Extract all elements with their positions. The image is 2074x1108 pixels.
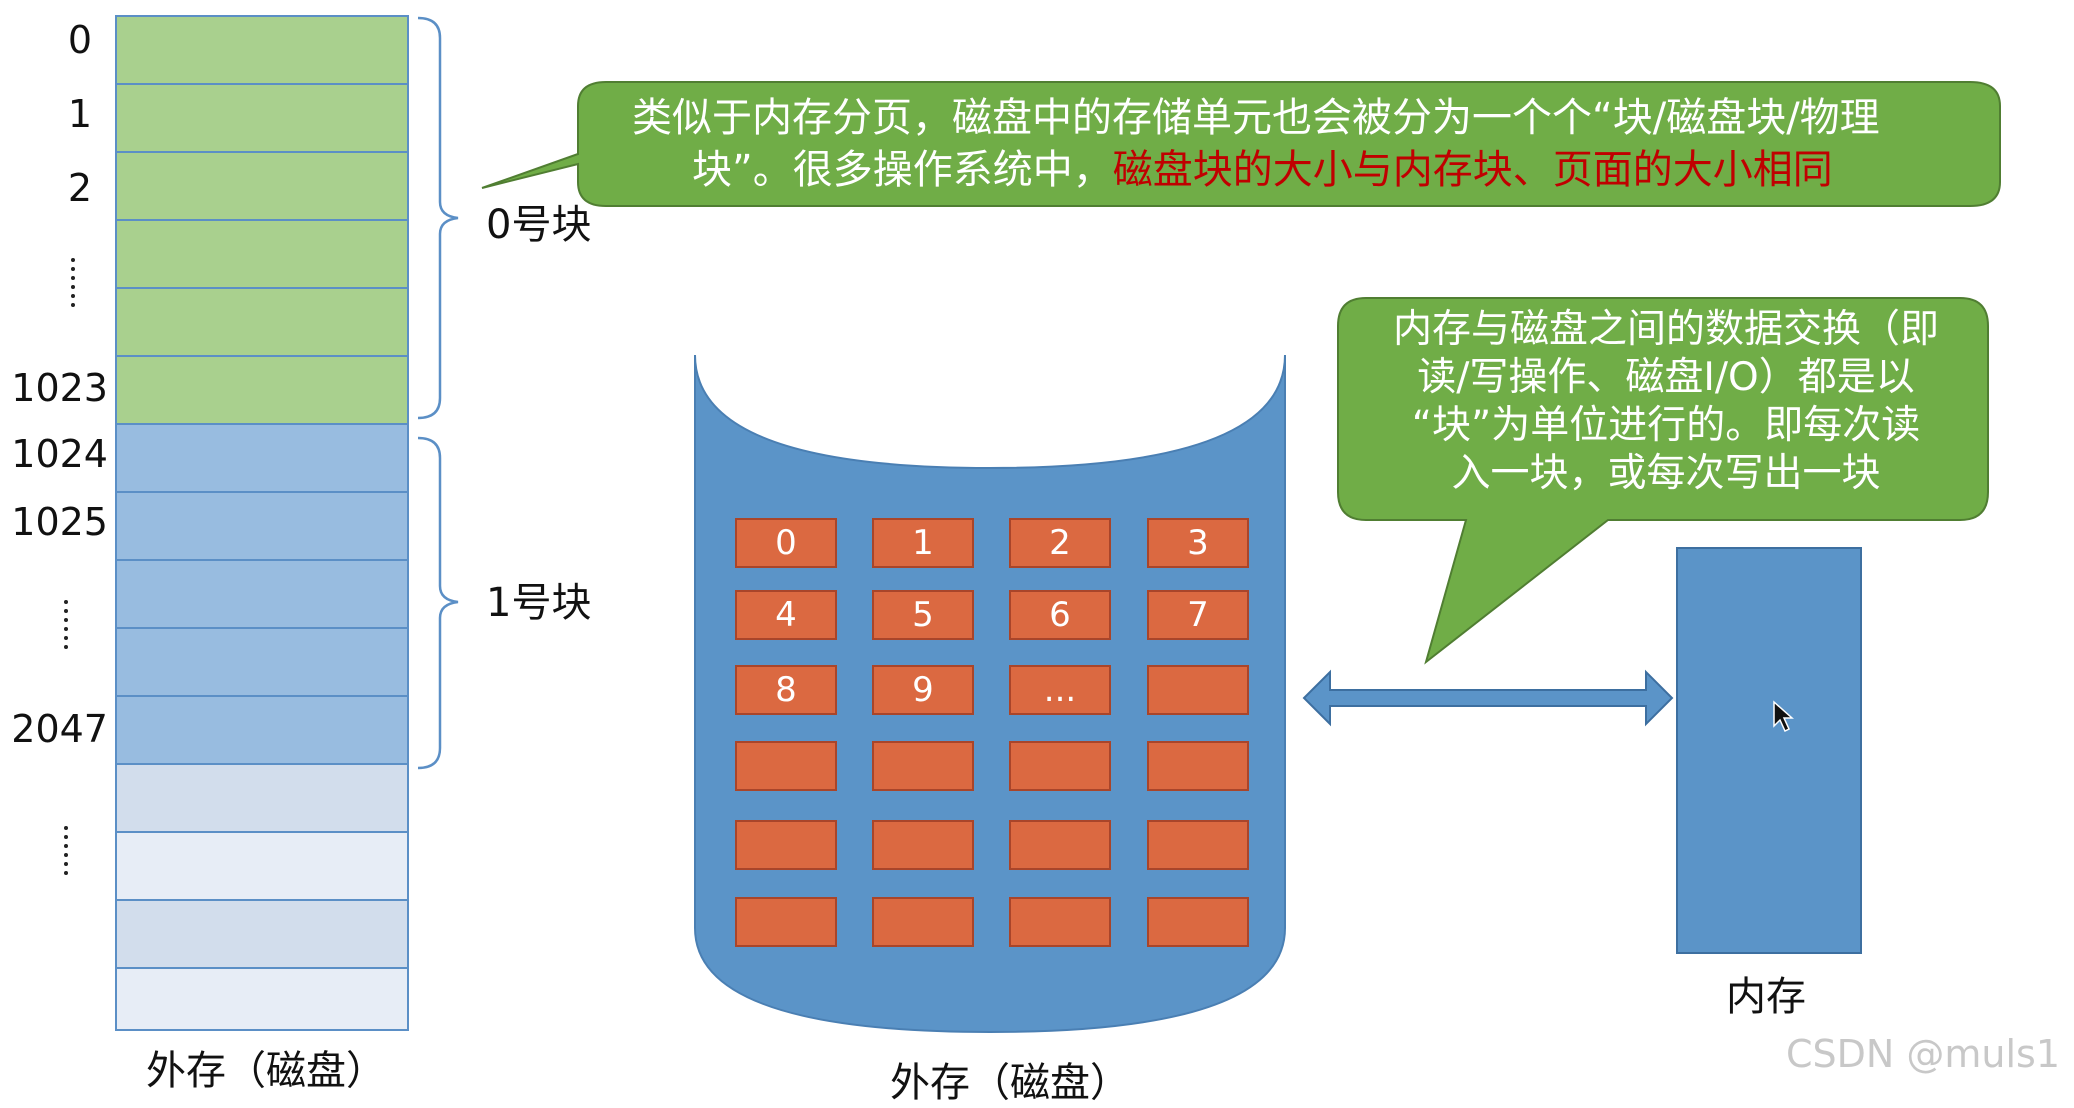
disk-block-tile: 2 bbox=[1009, 518, 1111, 568]
ellipsis-vertical bbox=[64, 600, 70, 654]
callout-bubble-right bbox=[1337, 297, 1989, 665]
callout-bubble-top bbox=[481, 81, 2001, 207]
disk-block-tile: 7 bbox=[1147, 590, 1249, 640]
disk-block-tile: 8 bbox=[735, 665, 837, 715]
storage-cell bbox=[117, 629, 407, 697]
disk-block-tile bbox=[872, 897, 974, 947]
disk-block-tile: 1 bbox=[872, 518, 974, 568]
disk-block-tile: 5 bbox=[872, 590, 974, 640]
disk-block-tile: 6 bbox=[1009, 590, 1111, 640]
storage-cell bbox=[117, 901, 407, 969]
disk-block-tile bbox=[1147, 665, 1249, 715]
disk-block-tile: 3 bbox=[1147, 518, 1249, 568]
disk-cylinder bbox=[694, 354, 1286, 1034]
callout-right-line: “块”为单位进行的。即每次读 bbox=[1411, 403, 1921, 448]
unit-index-label: 1025 bbox=[11, 500, 108, 544]
unit-index-label: 1023 bbox=[11, 366, 108, 410]
disk-block-tile bbox=[735, 741, 837, 791]
disk-block-tile bbox=[1009, 741, 1111, 791]
disk-caption: 外存（磁盘） bbox=[890, 1060, 1130, 1106]
storage-cell bbox=[117, 17, 407, 85]
block-1-label: 1号块 bbox=[486, 580, 592, 626]
storage-cell bbox=[117, 969, 407, 1029]
disk-column-caption: 外存（磁盘） bbox=[146, 1048, 386, 1094]
storage-column bbox=[115, 15, 409, 1031]
storage-cell bbox=[117, 561, 407, 629]
double-arrow-icon bbox=[1302, 669, 1674, 727]
callout-top-emphasis: 磁盘块的大小与内存块、页面的大小相同 bbox=[1112, 147, 1833, 193]
block-0-label: 0号块 bbox=[486, 202, 592, 248]
disk-block-tile: 0 bbox=[735, 518, 837, 568]
ellipsis-vertical bbox=[71, 258, 77, 312]
disk-block-tile bbox=[1147, 741, 1249, 791]
memory-box bbox=[1676, 547, 1862, 954]
disk-block-tile bbox=[872, 741, 974, 791]
callout-top-line1: 类似于内存分页，磁盘中的存储单元也会被分为一个个“块/磁盘块/物理 bbox=[632, 95, 1880, 141]
block-braces bbox=[417, 16, 459, 770]
unit-index-label: 1 bbox=[67, 92, 92, 136]
cursor-arrow-icon bbox=[1773, 700, 1794, 733]
storage-cell bbox=[117, 493, 407, 561]
callout-top-text: 类似于内存分页，磁盘中的存储单元也会被分为一个个“块/磁盘块/物理 块”。很多操… bbox=[600, 92, 2022, 196]
storage-cell bbox=[117, 833, 407, 901]
storage-cell bbox=[117, 153, 407, 221]
storage-cell bbox=[117, 357, 407, 425]
disk-block-tile bbox=[735, 897, 837, 947]
disk-block-tile bbox=[1009, 897, 1111, 947]
disk-block-tile: 9 bbox=[872, 665, 974, 715]
callout-right-line: 内存与磁盘之间的数据交换（即 bbox=[1392, 307, 1939, 352]
storage-cell bbox=[117, 85, 407, 153]
ellipsis-vertical bbox=[64, 826, 70, 880]
unit-index-label: 0 bbox=[67, 18, 92, 62]
unit-index-label: 2 bbox=[67, 166, 92, 210]
unit-index-label: 1024 bbox=[11, 432, 108, 476]
storage-cell bbox=[117, 697, 407, 765]
storage-cell bbox=[117, 425, 407, 493]
disk-block-tile: ... bbox=[1009, 665, 1111, 715]
disk-block-tile bbox=[1147, 820, 1249, 870]
callout-right-line: 入一块，或每次写出一块 bbox=[1451, 451, 1881, 496]
unit-index-label: 2047 bbox=[11, 707, 108, 751]
disk-block-tile bbox=[1147, 897, 1249, 947]
storage-cell bbox=[117, 221, 407, 289]
callout-right-line: 读/写操作、磁盘I/O）都是以 bbox=[1417, 355, 1915, 400]
disk-block-tile: 4 bbox=[735, 590, 837, 640]
storage-cell bbox=[117, 289, 407, 357]
memory-caption: 内存 bbox=[1726, 974, 1806, 1020]
callout-top-line2: 块”。很多操作系统中， bbox=[692, 147, 1113, 193]
watermark: CSDN @muls1 bbox=[1785, 1032, 2060, 1076]
disk-block-tile bbox=[872, 820, 974, 870]
storage-cell bbox=[117, 765, 407, 833]
callout-right-text: 内存与磁盘之间的数据交换（即 读/写操作、磁盘I/O）都是以 “块”为单位进行的… bbox=[1346, 306, 1986, 498]
disk-block-tile bbox=[735, 820, 837, 870]
disk-block-tile bbox=[1009, 820, 1111, 870]
